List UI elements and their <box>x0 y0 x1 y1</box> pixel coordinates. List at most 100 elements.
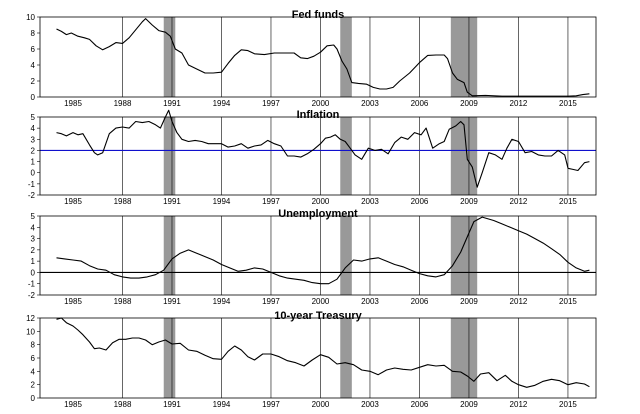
x-tick-label: 1994 <box>213 400 231 409</box>
x-tick-label: 2000 <box>312 400 330 409</box>
x-tick-label: 2003 <box>361 99 379 108</box>
x-tick-label: 1994 <box>213 297 231 306</box>
panel-4: 0 2 4 6 8 10 12 1985 1988 1991 1994 1997 2000 2003 200… <box>26 310 597 409</box>
x-tick-label: 1991 <box>163 197 181 206</box>
y-tick-label: 5 <box>31 113 36 122</box>
panel-title: Fed funds <box>292 9 345 21</box>
x-tick-label: 2006 <box>411 197 429 206</box>
x-tick-label: 2003 <box>361 297 379 306</box>
x-tick-label: 2015 <box>559 99 577 108</box>
y-tick-label: -2 <box>28 291 36 300</box>
y-tick-label: 5 <box>31 212 36 221</box>
x-tick-label: 1997 <box>262 197 280 206</box>
y-tick-label: -2 <box>28 191 36 200</box>
y-tick-label: -1 <box>28 280 36 289</box>
y-tick-label: 0 <box>31 268 36 277</box>
x-tick-label: 2012 <box>510 197 528 206</box>
y-tick-label: 2 <box>31 381 36 390</box>
x-tick-label: 1997 <box>262 297 280 306</box>
panel-2: -2 -1 0 1 2 3 4 5 1985 1988 1991 1994 1997 2000 2003 20… <box>28 109 597 206</box>
recession-band-3 <box>450 318 478 398</box>
x-tick-label: 2012 <box>510 400 528 409</box>
x-tick-label: 2006 <box>411 297 429 306</box>
y-tick-label: 4 <box>31 223 36 232</box>
y-tick-label: 2 <box>31 77 36 86</box>
x-tick-label: 2009 <box>460 99 478 108</box>
x-tick-label: 2006 <box>411 99 429 108</box>
series-line-1 <box>56 317 590 388</box>
series-line-1 <box>56 109 590 188</box>
panel-title: Unemployment <box>278 208 358 220</box>
y-tick-label: 3 <box>31 135 36 144</box>
series-line-1 <box>56 216 590 285</box>
y-tick-label: 0 <box>31 169 36 178</box>
x-tick-label: 2015 <box>559 400 577 409</box>
x-tick-label: 2012 <box>510 99 528 108</box>
y-tick-label: 2 <box>31 146 36 155</box>
y-tick-label: 0 <box>31 93 36 102</box>
recession-band-1 <box>163 216 176 295</box>
x-tick-label: 2015 <box>559 297 577 306</box>
plot-frame <box>39 116 597 196</box>
recession-band-2 <box>340 318 352 398</box>
x-tick-label: 2000 <box>312 99 330 108</box>
y-tick-label: 1 <box>31 257 36 266</box>
panel-title: 10-year Treasury <box>274 310 362 322</box>
x-tick-label: 1994 <box>213 197 231 206</box>
x-tick-label: 1991 <box>163 400 181 409</box>
x-tick-label: 2012 <box>510 297 528 306</box>
x-tick-label: 1988 <box>114 297 132 306</box>
plot-frame <box>39 16 597 98</box>
y-tick-label: 10 <box>26 327 35 336</box>
y-tick-label: 0 <box>31 394 36 403</box>
x-tick-label: 1991 <box>163 99 181 108</box>
x-tick-label: 1997 <box>262 99 280 108</box>
x-tick-label: 1985 <box>64 99 82 108</box>
y-tick-label: 4 <box>31 61 36 70</box>
y-tick-label: 3 <box>31 235 36 244</box>
x-tick-label: 2009 <box>460 297 478 306</box>
y-tick-label: 8 <box>31 29 36 38</box>
y-tick-label: 6 <box>31 45 36 54</box>
x-tick-label: 1997 <box>262 400 280 409</box>
plot-frame <box>39 215 597 296</box>
recession-band-1 <box>163 318 176 398</box>
x-tick-label: 1988 <box>114 400 132 409</box>
x-tick-label: 2015 <box>559 197 577 206</box>
recession-band-2 <box>340 117 352 195</box>
x-tick-label: 2009 <box>460 400 478 409</box>
x-tick-label: 2003 <box>361 400 379 409</box>
x-tick-label: 1985 <box>64 297 82 306</box>
x-tick-label: 2000 <box>312 297 330 306</box>
x-tick-label: 2009 <box>460 197 478 206</box>
y-tick-label: 6 <box>31 354 36 363</box>
x-tick-label: 1988 <box>114 99 132 108</box>
series-line-1 <box>56 18 590 97</box>
y-tick-label: 1 <box>31 158 36 167</box>
x-tick-label: 1985 <box>64 197 82 206</box>
y-tick-label: 4 <box>31 367 36 376</box>
y-tick-label: -1 <box>28 180 36 189</box>
recession-band-1 <box>163 17 176 97</box>
x-tick-label: 1985 <box>64 400 82 409</box>
y-tick-label: 2 <box>31 246 36 255</box>
recession-band-3 <box>450 216 478 295</box>
x-tick-label: 1994 <box>213 99 231 108</box>
recession-band-1 <box>163 117 176 195</box>
x-tick-label: 1991 <box>163 297 181 306</box>
x-tick-label: 2003 <box>361 197 379 206</box>
x-tick-label: 2006 <box>411 400 429 409</box>
panel-3: -2 -1 0 1 2 3 4 5 1985 1988 1991 1994 1997 2000 2003 20… <box>28 208 597 306</box>
y-tick-label: 4 <box>31 124 36 133</box>
panel-title: Inflation <box>297 109 340 121</box>
recession-band-2 <box>340 216 352 295</box>
plot-frame <box>39 317 597 399</box>
y-tick-label: 12 <box>26 314 35 323</box>
x-tick-label: 2000 <box>312 197 330 206</box>
x-tick-label: 1988 <box>114 197 132 206</box>
recession-band-3 <box>450 17 478 97</box>
y-tick-label: 10 <box>26 13 35 22</box>
y-tick-label: 8 <box>31 341 36 350</box>
recession-band-2 <box>340 17 352 97</box>
